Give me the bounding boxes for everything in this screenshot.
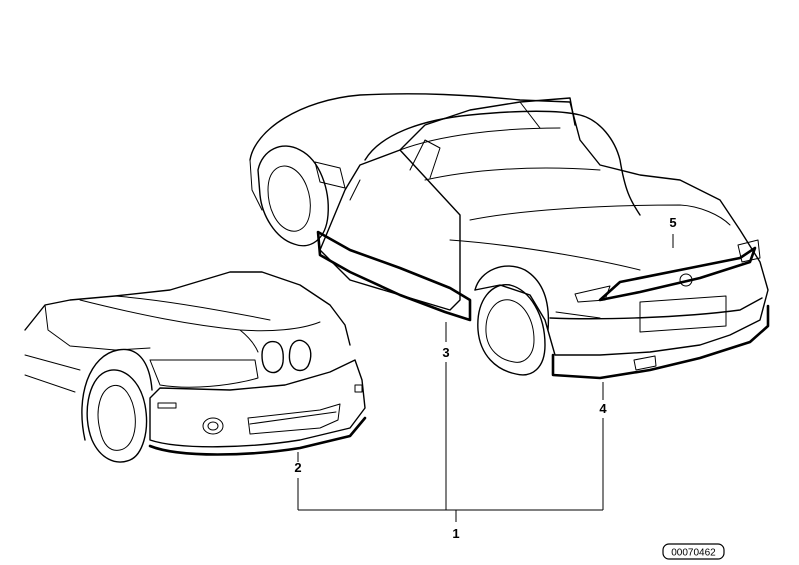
front-bumper-illustration bbox=[24, 271, 367, 463]
callout-3: 3 bbox=[442, 345, 449, 360]
callout-5: 5 bbox=[669, 215, 676, 230]
image-id-label: 00070462 bbox=[662, 543, 725, 560]
image-id-text: 00070462 bbox=[671, 548, 716, 559]
leader-lines bbox=[297, 234, 674, 522]
callout-1: 1 bbox=[452, 526, 459, 541]
callout-2: 2 bbox=[294, 460, 301, 475]
callout-4: 4 bbox=[599, 401, 607, 416]
rear-car-illustration bbox=[249, 93, 770, 380]
